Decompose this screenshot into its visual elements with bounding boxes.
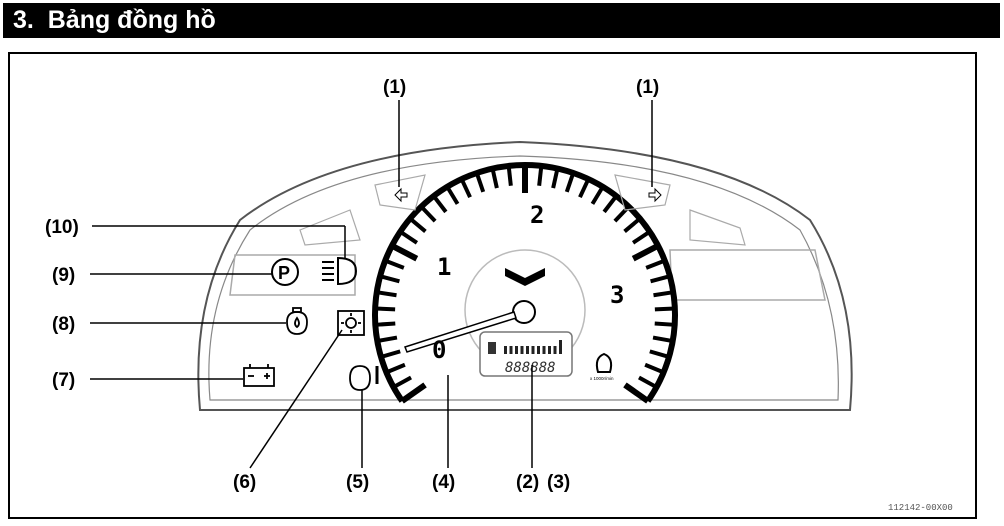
- chevron-icon: [505, 268, 545, 286]
- glow-plug-icon: [337, 310, 365, 336]
- parking-brake-letter: P: [278, 263, 290, 283]
- parking-brake-icon: [271, 258, 299, 286]
- turn-signal-right-icon: [648, 187, 662, 203]
- major-tick: [400, 382, 427, 404]
- fuel-bar: [509, 346, 513, 354]
- fuel-bar: [542, 346, 546, 354]
- figure-frame: [8, 52, 977, 519]
- minor-tick: [376, 335, 398, 344]
- fuel-bar: [548, 346, 551, 354]
- tick-label-1: 1: [437, 253, 451, 281]
- callout-2: (2): [516, 472, 539, 493]
- right-panel: [669, 249, 826, 301]
- minor-tick: [399, 230, 419, 245]
- minor-tick: [623, 217, 642, 233]
- right-upper-panel: [689, 209, 746, 246]
- section-title: 3. Bảng đồng hồ: [3, 3, 1000, 38]
- minor-tick: [590, 185, 605, 205]
- minor-tick: [650, 274, 671, 284]
- major-tick: [631, 243, 660, 262]
- needle-hub: [512, 300, 536, 324]
- minor-tick: [645, 258, 666, 270]
- minor-tick: [631, 230, 651, 245]
- minor-tick: [613, 205, 631, 223]
- minor-tick: [379, 274, 400, 284]
- tick-label-3: 3: [610, 281, 624, 309]
- major-tick: [623, 382, 650, 404]
- callout-4: (4): [432, 472, 455, 493]
- minor-tick: [432, 194, 448, 214]
- minor-tick: [551, 168, 560, 189]
- minor-tick: [652, 335, 674, 344]
- minor-tick: [564, 172, 576, 193]
- rpm-unit: x 1000r/min: [590, 376, 614, 381]
- right-signal-panel: [614, 174, 671, 211]
- minor-tick: [384, 258, 405, 270]
- minor-tick: [490, 168, 499, 189]
- callout-1-right: (1): [636, 77, 659, 98]
- minor-tick: [445, 185, 460, 205]
- oil-pressure-icon: [286, 307, 308, 335]
- minor-tick: [654, 306, 675, 312]
- tick-label-0: 0: [432, 336, 446, 364]
- fuel-bar: [559, 340, 562, 354]
- minor-tick: [537, 165, 544, 186]
- minor-tick: [578, 178, 591, 199]
- minor-tick: [474, 172, 486, 193]
- fuel-bar: [504, 346, 507, 354]
- left-panel: [229, 254, 356, 296]
- callout-10: (10): [45, 217, 79, 238]
- minor-tick: [380, 349, 401, 359]
- minor-tick: [459, 178, 472, 199]
- callout-8: (8): [52, 314, 75, 335]
- callout-9: (9): [52, 265, 75, 286]
- fuel-gauge-bars: [504, 340, 562, 354]
- minor-tick: [408, 217, 427, 233]
- minor-tick: [649, 349, 670, 359]
- minor-tick: [506, 165, 513, 186]
- fuel-bar: [553, 346, 557, 354]
- engine-rpm-icon: [595, 352, 613, 373]
- fuel-icon: [488, 342, 496, 354]
- fuel-bar: [520, 346, 524, 354]
- minor-tick: [638, 375, 658, 389]
- fuel-bar: [531, 346, 535, 354]
- high-beam-icon: [322, 256, 358, 286]
- minor-tick: [602, 194, 618, 214]
- callout-7: (7): [52, 370, 75, 391]
- fuel-bar: [526, 346, 529, 354]
- minor-tick: [376, 290, 397, 298]
- fuel-bar: [537, 346, 540, 354]
- tachometer-needle: [404, 311, 517, 353]
- dashboard-outline: [197, 140, 853, 411]
- major-tick: [390, 243, 419, 262]
- minor-tick: [392, 375, 412, 389]
- minor-tick: [375, 321, 396, 327]
- minor-tick: [385, 362, 406, 375]
- left-signal-panel: [374, 174, 426, 211]
- leader-lines: [90, 100, 653, 469]
- minor-tick: [375, 306, 396, 312]
- left-upper-panel: [299, 209, 361, 246]
- fuel-bar: [515, 346, 518, 354]
- callout-1-left: (1): [383, 77, 406, 98]
- figure-code: 112142-00X00: [888, 503, 953, 513]
- turn-signal-left-icon: [394, 187, 408, 203]
- callout-3: (3): [547, 472, 570, 493]
- minor-tick: [419, 205, 437, 223]
- battery-icon: [243, 364, 275, 387]
- minor-tick: [644, 362, 665, 375]
- minor-tick: [654, 321, 675, 327]
- tick-label-2: 2: [530, 201, 544, 229]
- odometer: 888888: [505, 360, 556, 376]
- coolant-temperature-icon: [349, 365, 379, 391]
- minor-tick: [653, 290, 674, 298]
- tachometer-scale: [372, 162, 678, 404]
- callout-5: (5): [346, 472, 369, 493]
- callout-6: (6): [233, 472, 256, 493]
